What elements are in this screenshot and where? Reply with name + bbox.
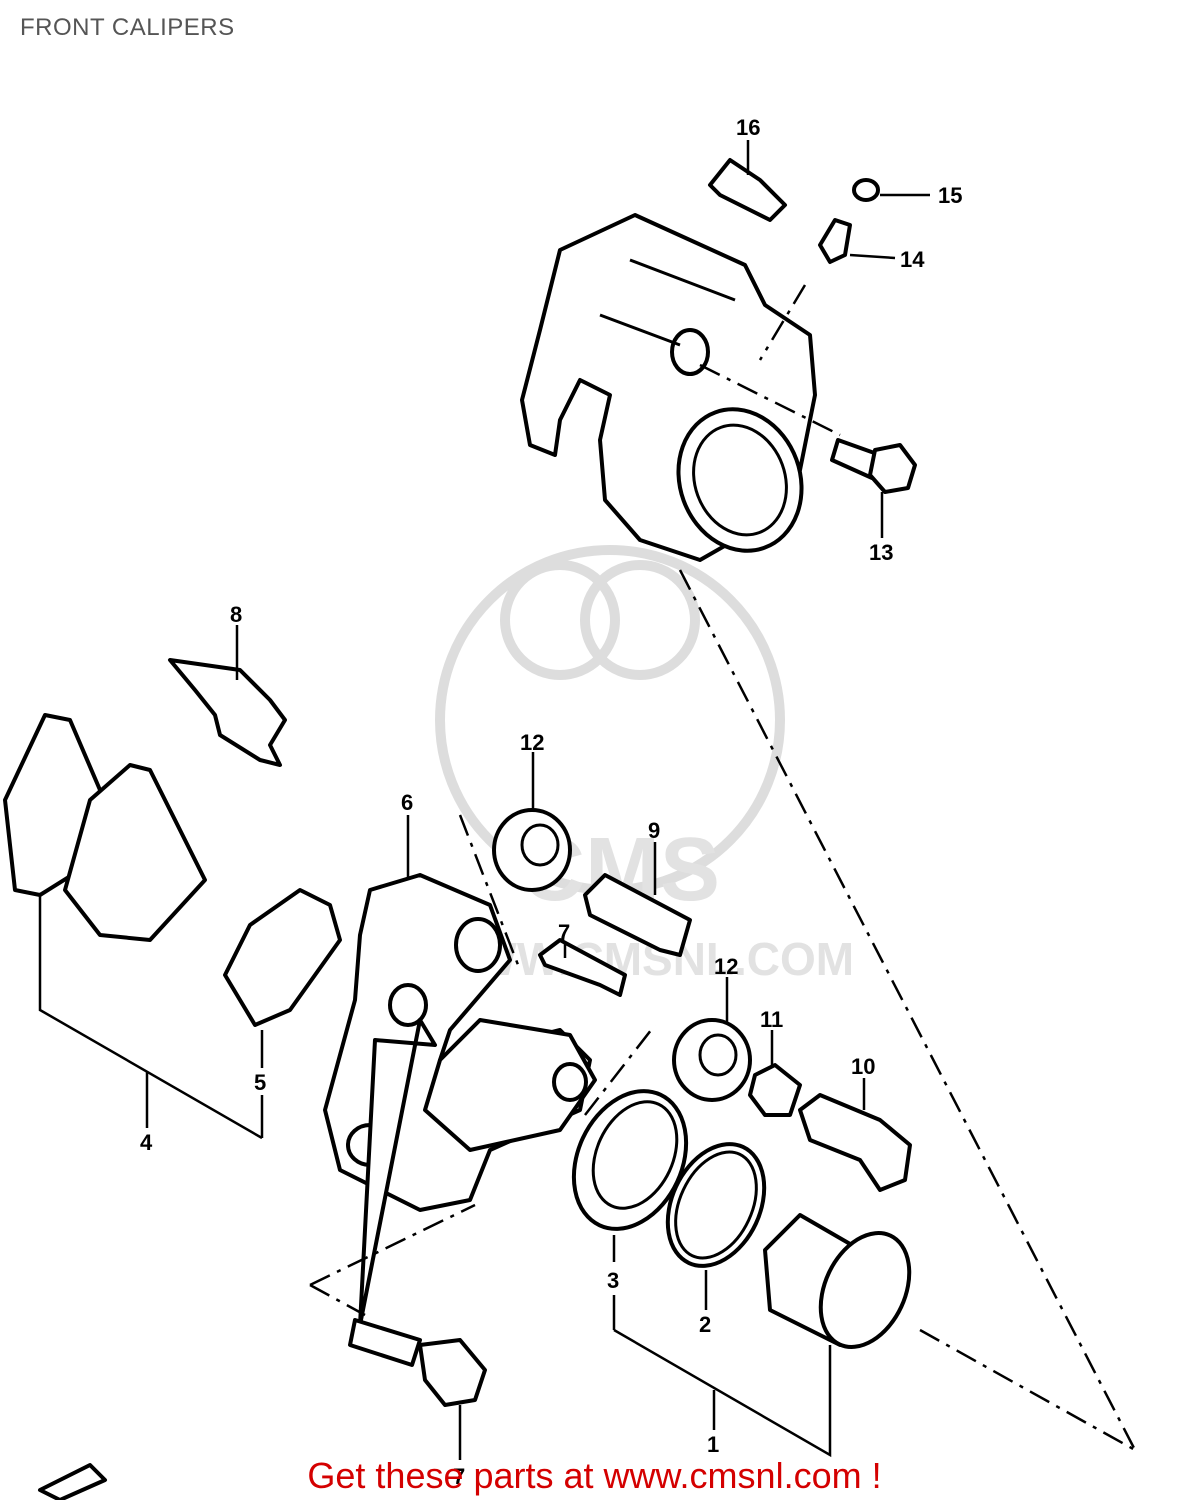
callout-14: 14: [900, 247, 925, 272]
sleeve-9: [583, 873, 692, 957]
pad-spring-16: [708, 158, 787, 222]
bleeder-valve-14: [818, 218, 852, 264]
callout-4: 4: [140, 1130, 153, 1155]
piston-1: [763, 1213, 912, 1349]
pad-shim-5: [223, 888, 342, 1027]
bushing-11: [748, 1063, 802, 1117]
callout-6: 6: [401, 790, 413, 815]
assembly-lines: [309, 284, 1137, 1452]
callout-12-lower: 12: [714, 954, 738, 979]
pin-retainer-7: [538, 938, 627, 997]
callout-13: 13: [869, 540, 893, 565]
footer-promo-link[interactable]: Get these parts at www.cmsnl.com !: [307, 1455, 882, 1496]
adjacent-part-fragment: [38, 1463, 107, 1500]
callouts: 16 15 14 13 8 12 6 9 7 12 11 10 5 4 3 2 …: [140, 115, 962, 1489]
page-title: FRONT CALIPERS: [20, 14, 235, 41]
callout-12-upper: 12: [520, 730, 544, 755]
caliper-bracket: [520, 213, 817, 562]
callout-15: 15: [938, 183, 962, 208]
leader-lines: [38, 140, 930, 1460]
callout-11: 11: [760, 1007, 783, 1032]
callout-8: 8: [230, 602, 242, 627]
bolt-13: [830, 438, 917, 494]
slide-pin-10: [798, 1093, 912, 1192]
mounting-bolt-7: [348, 1018, 487, 1407]
caliper-body-6: [323, 873, 597, 1212]
callout-3: 3: [607, 1268, 619, 1293]
piston-seal-2: [665, 1142, 767, 1268]
callout-16: 16: [736, 115, 760, 140]
callout-10: 10: [851, 1054, 875, 1079]
callout-9: 9: [648, 818, 660, 843]
brake-pads-4: [3, 713, 207, 942]
boot-12-upper: [492, 808, 572, 892]
callout-1: 1: [707, 1432, 719, 1457]
boot-12-lower: [672, 1018, 752, 1102]
bleeder-cap-15: [852, 178, 880, 202]
callout-2: 2: [699, 1312, 711, 1337]
callout-5: 5: [254, 1070, 266, 1095]
pad-clip-8: [168, 658, 287, 767]
callout-7-bolt: 7: [453, 1464, 465, 1489]
callout-7-retainer: 7: [558, 920, 570, 945]
